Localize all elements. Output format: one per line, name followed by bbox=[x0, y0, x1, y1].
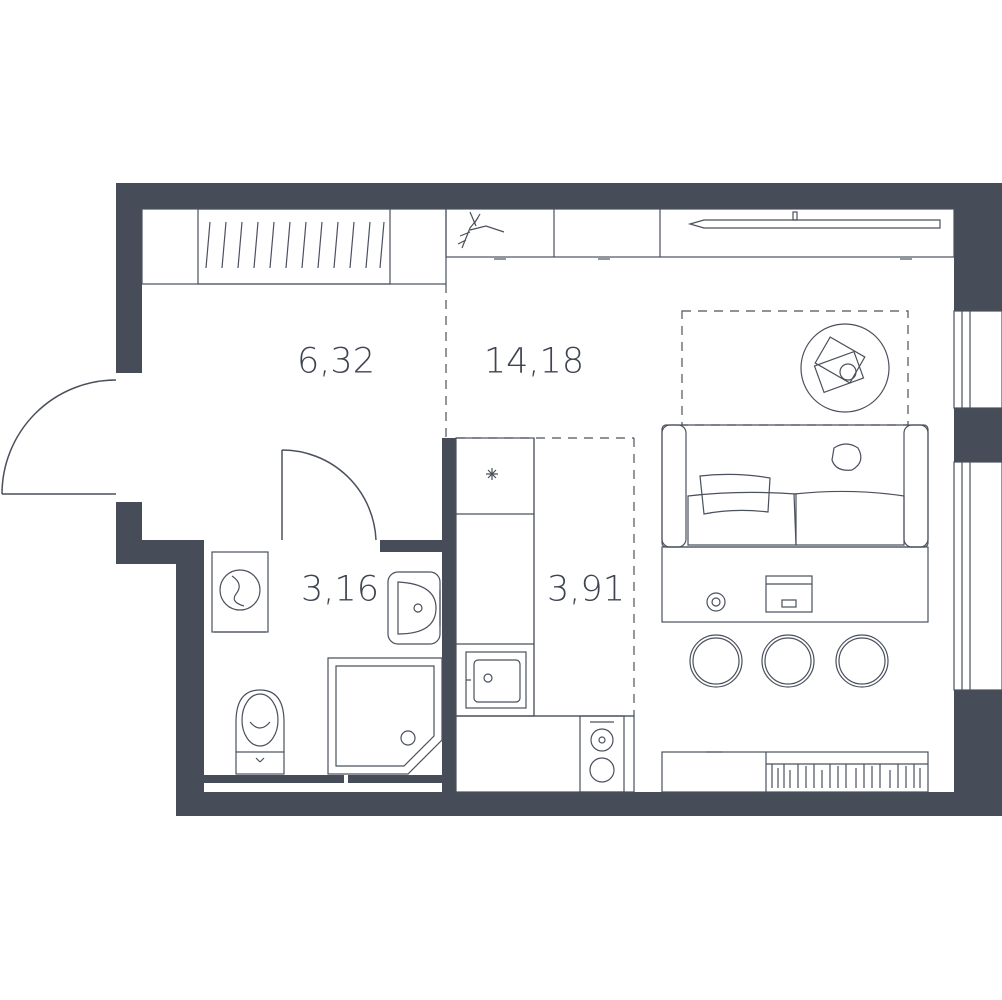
wardrobe-icon bbox=[141, 208, 447, 285]
hallway-area-label: 6,32 bbox=[297, 341, 375, 382]
walls bbox=[116, 183, 1002, 816]
door-swing-icon bbox=[1, 379, 117, 495]
cooktop-icon bbox=[579, 715, 625, 793]
bookshelf-icon bbox=[661, 751, 929, 793]
bar-counter bbox=[661, 546, 929, 623]
plant-icon bbox=[457, 211, 505, 249]
coffee-table-icon bbox=[800, 323, 890, 413]
tv-icon bbox=[445, 208, 955, 260]
sofa-icon bbox=[661, 424, 929, 548]
laptop-icon bbox=[765, 575, 813, 613]
kitchen-sink-icon bbox=[465, 651, 527, 709]
bathroom-area-label: 3,16 bbox=[301, 569, 379, 610]
living-room-area-label: 14,18 bbox=[483, 341, 585, 382]
bathroom-door-swing bbox=[281, 449, 377, 541]
kitchen-counter bbox=[455, 437, 635, 793]
window-icon bbox=[953, 310, 1002, 691]
shower-icon bbox=[327, 657, 443, 775]
toilet-icon bbox=[235, 689, 285, 775]
sink-icon bbox=[387, 571, 441, 645]
clock-icon bbox=[706, 592, 726, 612]
stool-icon bbox=[689, 634, 889, 688]
kitchen-area-label: 3,91 bbox=[547, 569, 625, 610]
washing-machine-icon bbox=[211, 551, 269, 633]
